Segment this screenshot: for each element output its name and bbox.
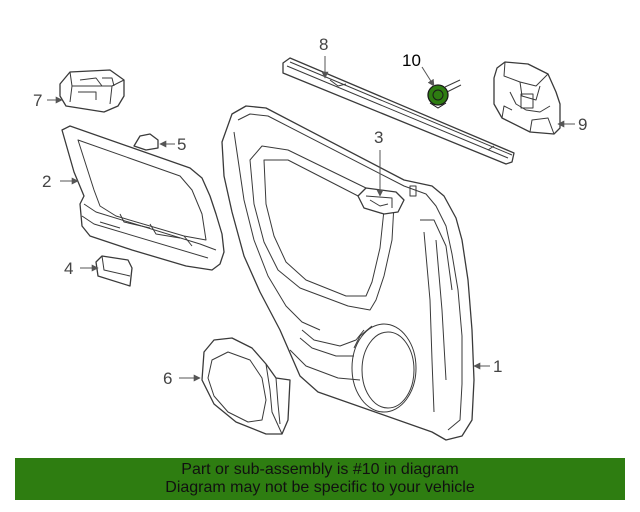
part-9-bracket[interactable] (493, 61, 561, 135)
callout-3: 3 (374, 128, 383, 147)
part-1-door-trim-panel[interactable] (221, 105, 475, 441)
callout-9: 9 (578, 115, 587, 134)
callout-2: 2 (42, 172, 51, 191)
callout-7: 7 (33, 91, 42, 110)
callout-10: 10 (402, 51, 421, 70)
callout-1: 1 (493, 357, 502, 376)
part-5-clip[interactable] (133, 133, 159, 151)
part-7-switch-bezel[interactable] (59, 69, 125, 113)
part-3-handle-bezel[interactable] (357, 187, 405, 215)
part-2-armrest-bezel[interactable] (61, 125, 225, 271)
callout-5: 5 (177, 135, 186, 154)
banner-line-1: Part or sub-assembly is #10 in diagram (181, 461, 459, 478)
part-10-clip[interactable] (427, 79, 462, 109)
banner-line-2: Diagram may not be specific to your vehi… (165, 479, 475, 496)
part-6-speaker-grille[interactable] (201, 337, 291, 435)
highlight-banner: Part or sub-assembly is #10 in diagram D… (15, 458, 625, 500)
callout-4: 4 (64, 259, 73, 278)
callout-6: 6 (163, 369, 172, 388)
callout-8: 8 (319, 35, 328, 54)
part-4-pad[interactable] (95, 255, 133, 287)
